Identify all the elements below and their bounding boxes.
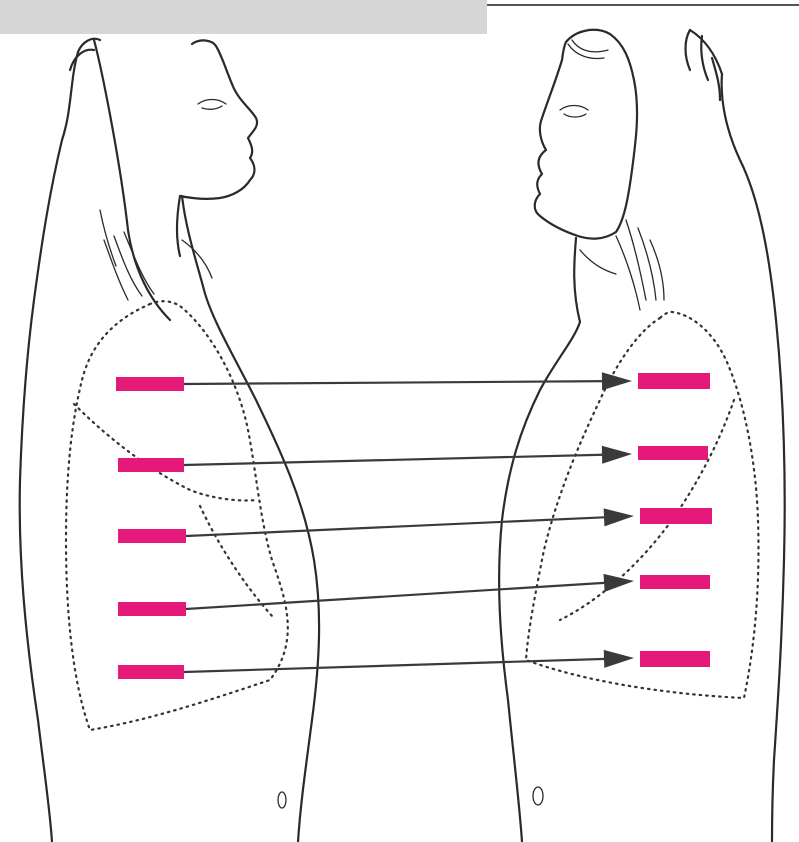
right-figure-face [535, 30, 637, 239]
right-auscultation-marker-1 [638, 373, 710, 389]
connector-arrow-2 [184, 455, 608, 465]
left-figure-back-outline [20, 52, 78, 842]
right-figure-hair-fringe [568, 40, 608, 58]
right-figure-neck-line [580, 250, 616, 274]
left-figure-front-outline [182, 196, 319, 842]
left-lung-fissure-upper [74, 404, 256, 501]
right-lung-outline [526, 312, 758, 698]
left-figure-hair [70, 39, 170, 320]
left-auscultation-marker-2 [118, 458, 184, 472]
left-figure-neck-line [182, 240, 212, 278]
left-auscultation-marker-1 [116, 377, 184, 391]
arrowhead-1 [602, 372, 632, 390]
right-figure-hair-strands [616, 220, 664, 310]
arrowhead-5 [604, 650, 634, 668]
arrowhead-4 [603, 574, 634, 592]
connector-arrow-3 [186, 517, 610, 536]
right-auscultation-marker-5 [640, 651, 710, 667]
connector-arrow-5 [184, 659, 610, 672]
arrowhead-2 [602, 446, 632, 464]
connector-arrow-4 [186, 582, 610, 609]
left-auscultation-marker-5 [118, 665, 184, 679]
right-figure-eye [560, 106, 588, 118]
right-auscultation-marker-3 [640, 508, 712, 524]
left-auscultation-marker-3 [118, 529, 186, 543]
left-figure-face [177, 40, 257, 256]
right-auscultation-marker-2 [638, 446, 708, 460]
right-figure-back-outline [690, 30, 785, 842]
right-auscultation-marker-4 [640, 575, 710, 589]
connecting-arrows [184, 372, 634, 672]
left-auscultation-marker-4 [118, 602, 186, 616]
right-figure-navel [533, 787, 543, 805]
right-figure-front-outline [499, 238, 580, 842]
left-figure [20, 39, 319, 842]
left-figure-eye [198, 100, 226, 110]
left-lung-fissure-lower [200, 506, 272, 616]
arrowhead-3 [604, 508, 634, 526]
right-figure [499, 30, 785, 842]
left-figure-navel [278, 792, 286, 808]
